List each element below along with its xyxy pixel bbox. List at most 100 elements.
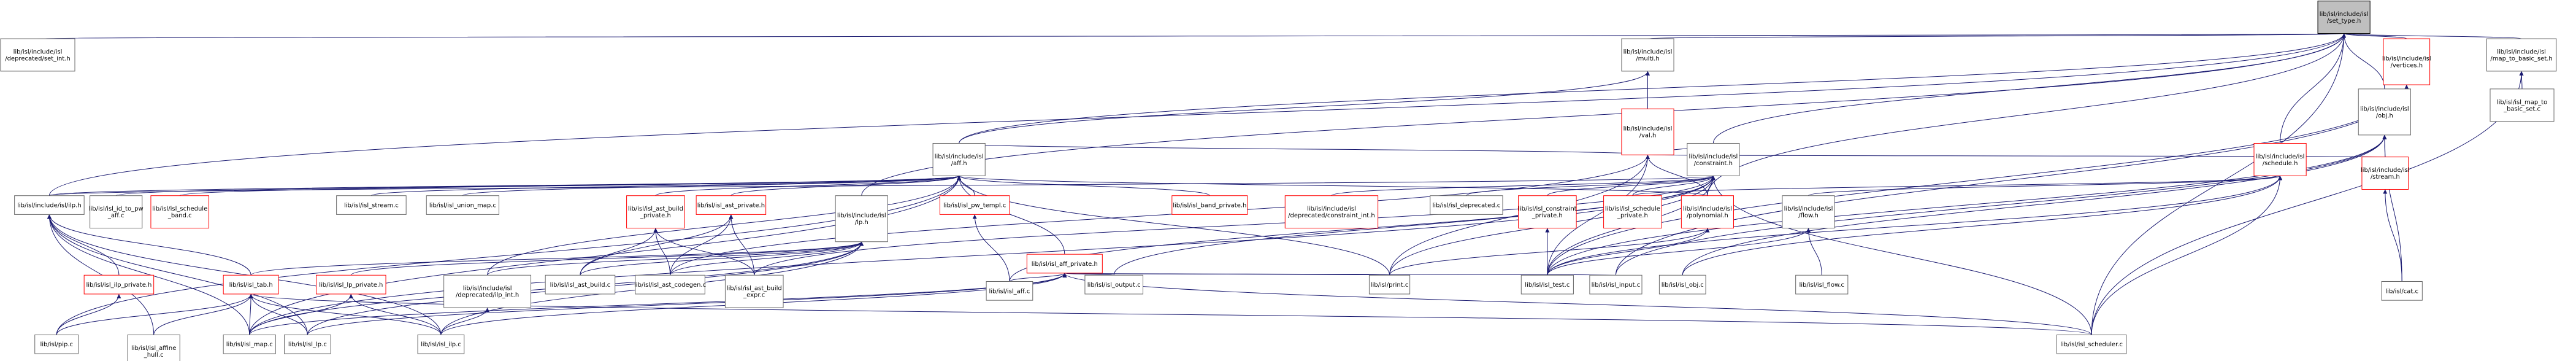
node-input-c[interactable]: lib/isl/isl_input.c [1589, 274, 1643, 295]
node-scheduler-c[interactable]: lib/isl/isl_scheduler.c [2056, 334, 2127, 354]
node-box [2486, 38, 2557, 72]
node-flow-c[interactable]: lib/isl/isl_flow.c [1795, 274, 1849, 295]
node-box [932, 142, 986, 176]
node-lp-c[interactable]: lib/isl/isl_lp.c [284, 334, 331, 354]
node-ast-build-c[interactable]: lib/isl/isl_ast_build.c [545, 274, 616, 295]
node-constraint[interactable]: lib/isl/include/isl/constraint.h [1687, 142, 1740, 176]
node-deprecated-ilp-int[interactable]: lib/isl/include/isl/deprecated/ilp_int.h [443, 274, 532, 308]
node-test-c[interactable]: lib/isl/isl_test.c [1520, 274, 1574, 295]
edge-test-c-to-vertices [1547, 85, 2409, 276]
edge-scheduler-c-to-tab [249, 293, 2092, 335]
edge-aff-to-val [959, 143, 1650, 155]
node-schedule[interactable]: lib/isl/include/isl/schedule.h [2253, 142, 2307, 176]
edge-ast-build-c-to-ast-private [580, 214, 734, 276]
node-deprecated-constraint-int[interactable]: lib/isl/include/isl/deprecated/constrain… [1284, 195, 1379, 229]
edge-polynomial-to-set-type [1707, 33, 2347, 196]
node-label: /aff.h [951, 160, 967, 167]
node-label: lib/isl/isl_output.c [1087, 282, 1141, 289]
node-ast-codegen-c[interactable]: lib/isl/isl_ast_codegen.c [634, 274, 706, 295]
node-tab[interactable]: lib/isl/isl_tab.h [223, 274, 279, 295]
node-deprecated-c[interactable]: lib/isl/isl_deprecated.c [1430, 195, 1503, 215]
node-ast-build-private[interactable]: lib/isl/isl_ast_build_private.h [626, 195, 685, 229]
node-constraint-private[interactable]: lib/isl/isl_constraint_private.h [1518, 195, 1577, 229]
node-band-private[interactable]: lib/isl/isl_band_private.h [1171, 195, 1248, 215]
edge-union-map-c-to-aff [462, 175, 961, 196]
node-id-to-pw-aff[interactable]: lib/isl/isl_id_to_pw_aff.c [89, 195, 144, 229]
node-box [127, 334, 180, 361]
node-box [2056, 334, 2127, 354]
node-multi[interactable]: lib/isl/include/isl/multi.h [1621, 38, 1674, 72]
node-stream-c[interactable]: lib/isl/isl_stream.c [336, 195, 407, 215]
node-label: lib/isl/isl_map_to [2497, 99, 2547, 106]
node-obj[interactable]: lib/isl/include/isl/obj.h [2358, 88, 2411, 136]
node-ilp[interactable]: lib/isl/include/isl/ilp.h [14, 195, 85, 215]
edge-aff-c-to-constraint [1009, 176, 1715, 282]
node-box [626, 195, 685, 229]
node-label: lib/isl/include/isl [2320, 11, 2369, 18]
node-set-type[interactable]: lib/isl/include/isl/set_type.h [2317, 1, 2371, 34]
node-aff-c[interactable]: lib/isl/isl_aff.c [986, 281, 1033, 301]
node-pip-c[interactable]: lib/isl/pip.c [34, 334, 79, 354]
node-stream[interactable]: lib/isl/include/isl/stream.h [2361, 157, 2410, 190]
edge-test-c-to-val [1547, 155, 1650, 276]
node-cat-c[interactable]: lib/isl/cat.c [2381, 281, 2423, 301]
node-label: /set_type.h [2327, 18, 2361, 25]
edges-layer [37, 33, 2524, 335]
node-lp-h[interactable]: lib/isl/include/isl/lp.h [835, 195, 888, 243]
node-map-to-basic-set[interactable]: lib/isl/include/isl/map_to_basic_set.h [2486, 38, 2557, 72]
node-box [1520, 274, 1574, 295]
edge-deprecated-set-int-to-set-type [37, 33, 2345, 39]
node-deprecated-set-int[interactable]: lib/isl/include/isl/deprecated/set_int.h [0, 38, 75, 72]
node-box [34, 334, 79, 354]
node-box [426, 195, 500, 215]
node-label: /deprecated/ilp_int.h [456, 292, 519, 299]
edge-obj-to-set-type [2342, 33, 2385, 89]
node-affine-hull-c[interactable]: lib/isl/isl_affine_hull.c [127, 334, 180, 361]
node-label: lib/isl/cat.c [2385, 288, 2418, 295]
node-box [635, 274, 705, 295]
node-box [545, 274, 616, 295]
node-label: /val.h [1639, 133, 1657, 139]
node-map-c[interactable]: lib/isl/isl_map.c [223, 334, 276, 354]
node-union-map-c[interactable]: lib/isl/isl_union_map.c [426, 195, 500, 215]
edge-multi-to-set-type [1647, 33, 2345, 39]
edge-constraint-private-to-constraint [1547, 175, 1715, 196]
node-box [1687, 142, 1740, 176]
node-label: lib/isl/isl_map.c [226, 341, 273, 348]
node-aff-private[interactable]: lib/isl/isl_aff_private.h [1026, 254, 1103, 274]
edge-ast-build-c-to-lp-h [580, 241, 864, 276]
node-label: lib/isl/isl_lp.c [288, 341, 327, 348]
edge-affine-hull-c-to-tab [153, 293, 253, 335]
node-label: /deprecated/set_int.h [5, 55, 71, 62]
node-ast-private[interactable]: lib/isl/isl_ast_private.h [696, 195, 767, 215]
node-ilp-c[interactable]: lib/isl/isl_ilp.c [417, 334, 465, 354]
node-label: _expr.c [743, 292, 765, 299]
edge-ilp-c-to-lp-private [348, 293, 442, 335]
node-label: lib/isl/isl_schedule [152, 206, 207, 212]
node-map-to-basic-set-c[interactable]: lib/isl/isl_map_to_basic_set.c [2490, 88, 2555, 122]
node-pw-templ[interactable]: lib/isl/isl_pw_templ.c [939, 195, 1010, 215]
node-box [1621, 38, 1674, 72]
node-box [1603, 195, 1662, 229]
node-schedule-band[interactable]: lib/isl/isl_schedule_band.c [150, 195, 210, 229]
edge-lp-private-to-lp-h [350, 241, 864, 276]
node-label: lib/isl/isl_lp_private.h [319, 282, 383, 289]
node-label: _private.h [1531, 212, 1563, 219]
node-label: lib/isl/isl_ast_private.h [697, 203, 765, 209]
node-schedule-private[interactable]: lib/isl/isl_schedule_private.h [1603, 195, 1662, 229]
node-val[interactable]: lib/isl/include/isl/val.h [1621, 108, 1674, 155]
node-flow[interactable]: lib/isl/include/isl/flow.h [1782, 195, 1835, 229]
node-box [1026, 254, 1103, 274]
node-aff[interactable]: lib/isl/include/isl/aff.h [932, 142, 986, 176]
node-print-c[interactable]: lib/isl/print.c [1368, 274, 1411, 295]
node-lp-private[interactable]: lib/isl/isl_lp_private.h [316, 274, 386, 295]
node-vertices[interactable]: lib/isl/include/isl/vertices.h [2382, 38, 2431, 85]
edge-tab-to-ilp [47, 214, 251, 276]
node-label: lib/isl/isl_scheduler.c [2060, 341, 2123, 348]
node-polynomial[interactable]: lib/isl/include/isl/polynomial.h [1681, 195, 1734, 229]
node-obj-c[interactable]: lib/isl/isl_obj.c [1658, 274, 1706, 295]
node-ilp-private[interactable]: lib/isl/isl_ilp_private.h [83, 274, 155, 295]
node-label: lib/isl/isl_ast_build [727, 285, 782, 292]
node-output-c[interactable]: lib/isl/isl_output.c [1084, 274, 1144, 295]
node-ast-build-expr[interactable]: lib/isl/isl_ast_build_expr.c [724, 274, 784, 308]
